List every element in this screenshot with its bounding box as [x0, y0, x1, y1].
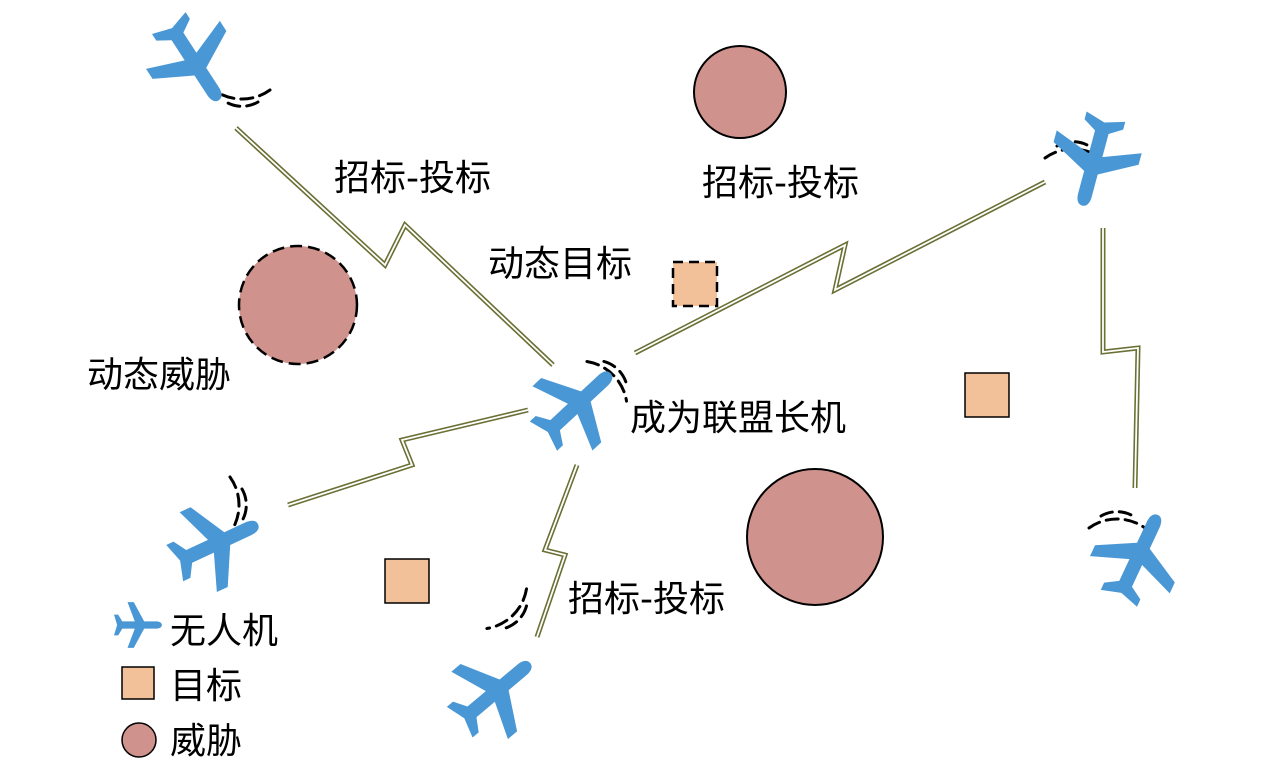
bidding-label-top-left: 招标-投标	[334, 158, 491, 199]
threat-circle-bottom	[746, 468, 884, 606]
signal-waves-icon	[1087, 510, 1147, 530]
communication-link-inner	[1102, 228, 1139, 489]
legend-threat-icon	[121, 722, 157, 758]
signal-waves-icon	[212, 88, 272, 108]
dynamic-threat-label: 动态威胁	[87, 355, 231, 396]
uav-bottom	[431, 629, 559, 756]
uav-top-right	[1039, 105, 1149, 217]
alliance-leader-label: 成为联盟长机	[630, 398, 846, 439]
communication-link-inner	[235, 127, 554, 366]
bidding-label-bottom: 招标-投标	[568, 579, 725, 620]
communication-links	[234, 126, 1141, 638]
bidding-label-top-right: 招标-投标	[702, 163, 859, 204]
legend-threat-label: 威胁	[170, 721, 242, 762]
legend: 无人机 目标 威胁	[114, 602, 278, 762]
legend-uav-label: 无人机	[170, 611, 278, 652]
communication-link-inner	[634, 181, 1046, 354]
communication-link-inner	[287, 409, 529, 506]
dynamic-target-label: 动态目标	[488, 244, 632, 285]
communication-link	[287, 407, 529, 508]
uav-leader	[513, 341, 641, 469]
target-square-right	[964, 372, 1010, 418]
threat-circle-top	[693, 45, 787, 139]
dynamic-target-square	[671, 260, 719, 308]
communication-link	[1100, 228, 1141, 489]
airplane-icon	[114, 602, 162, 648]
communication-link-inner	[536, 464, 578, 638]
legend-target-label: 目标	[170, 666, 242, 707]
uav-left	[156, 484, 277, 604]
uav-right-bottom	[1078, 496, 1198, 617]
signal-waves-icon	[485, 587, 540, 642]
dynamic-threat-circle	[237, 244, 359, 366]
legend-target-icon	[121, 666, 155, 700]
target-square-bottom	[384, 558, 430, 604]
